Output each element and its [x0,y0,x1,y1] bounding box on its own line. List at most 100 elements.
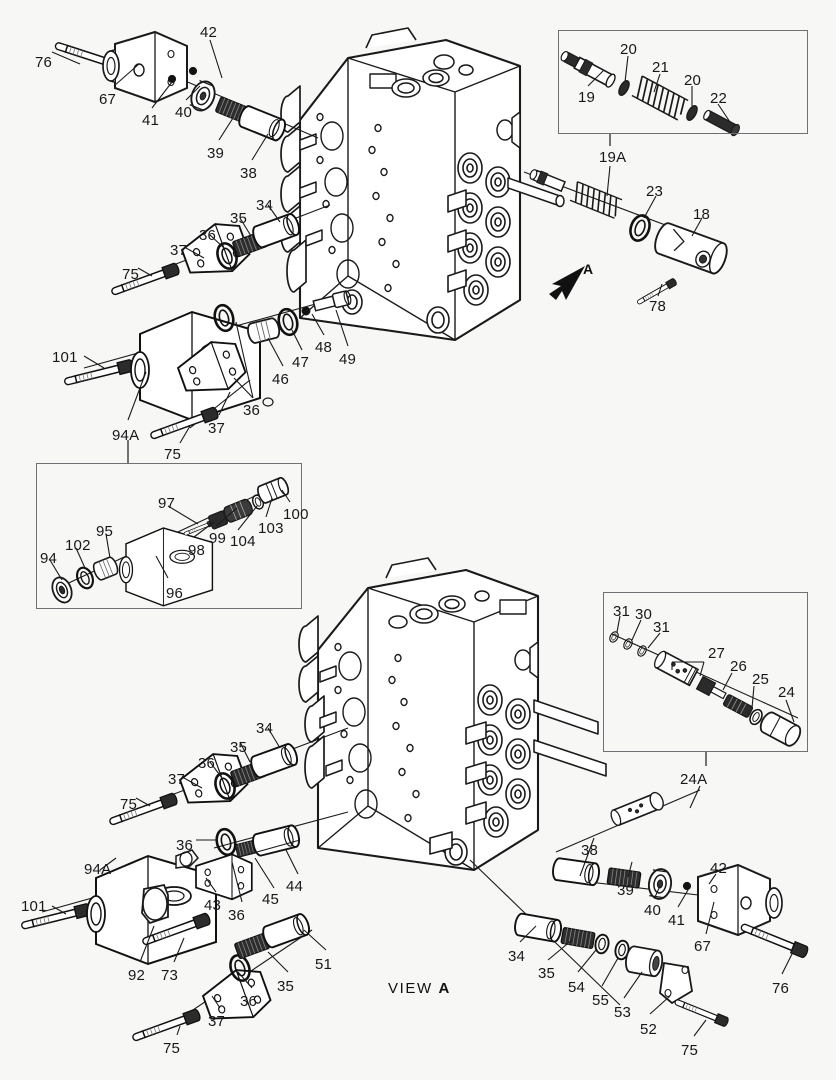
inset-box-24A [603,592,808,752]
callout-30: 30 [635,606,653,623]
lower-valve-body-art [298,557,607,872]
callout-100: 100 [283,506,309,523]
view-label-letter: A [438,980,450,997]
callout-36: 36 [198,755,216,772]
callout-38: 38 [240,165,258,182]
callout-20: 20 [620,41,638,58]
callout-73: 73 [161,967,179,984]
callout-75: 75 [163,1040,181,1057]
inset-box-94A [36,463,302,609]
callout-18: 18 [693,206,711,223]
upper-valve-body-art [280,27,565,342]
callout-19: 19 [578,89,596,106]
callout-78: 78 [649,298,667,315]
callout-51: 51 [315,956,333,973]
callout-94A: 94A [84,861,112,878]
callout-99: 99 [209,530,227,547]
callout-103: 103 [258,520,284,537]
callout-36: 36 [243,402,261,419]
spring [631,75,689,121]
callout-37: 37 [170,242,188,259]
callout-75: 75 [681,1042,699,1059]
section-arrow-letter: A [583,261,594,277]
callout-39: 39 [617,882,635,899]
callout-41: 41 [668,912,686,929]
callout-22: 22 [710,90,728,107]
callout-44: 44 [286,878,304,895]
callout-94A: 94A [112,427,140,444]
callout-38: 38 [581,842,599,859]
inset-94A-art [49,476,291,607]
callout-75: 75 [164,446,182,463]
callout-37: 37 [168,771,186,788]
callout-34: 34 [508,948,526,965]
callout-36: 36 [228,907,246,924]
callout-45: 45 [262,891,280,908]
callout-76: 76 [772,980,790,997]
callout-24A: 24A [680,771,708,788]
callout-34: 34 [256,197,274,214]
callout-75: 75 [120,796,138,813]
inset-24A-connector [689,752,707,809]
callout-95: 95 [96,523,114,540]
section-arrow-a [549,266,585,300]
callout-54: 54 [568,979,586,996]
callout-76: 76 [35,54,53,71]
inset-24A-art [607,615,802,747]
upper-right-parts [523,169,728,307]
callout-25: 25 [752,671,770,688]
inset-19A-connector [606,134,611,197]
callout-35: 35 [230,210,248,227]
callout-20: 20 [684,72,702,89]
callout-35: 35 [538,965,556,982]
callout-104: 104 [230,533,256,550]
inset-box-19A [558,30,808,134]
callout-26: 26 [730,658,748,675]
callout-31: 31 [613,603,631,620]
callout-94: 94 [40,550,58,567]
callout-67: 67 [99,91,117,108]
callout-27: 27 [708,645,726,662]
callout-75: 75 [122,266,140,283]
callout-101: 101 [52,349,78,366]
callout-49: 49 [339,351,357,368]
callout-42: 42 [200,24,218,41]
callout-102: 102 [65,537,91,554]
callout-37: 37 [208,1013,226,1030]
callout-43: 43 [204,897,222,914]
callout-47: 47 [292,354,310,371]
callout-19A: 19A [599,149,627,166]
callout-37: 37 [208,420,226,437]
callout-101: 101 [21,898,47,915]
callout-36: 36 [176,837,194,854]
callout-34: 34 [256,720,274,737]
callout-52: 52 [640,1021,658,1038]
upper-exploded-parts [51,30,352,444]
callout-40: 40 [175,104,193,121]
spring [569,181,623,219]
callout-23: 23 [646,183,664,200]
view-a-label: VIEW A [388,980,449,997]
lower-exploded-parts [19,727,810,1045]
callout-35: 35 [277,978,295,995]
callout-53: 53 [614,1004,632,1021]
callout-24: 24 [778,684,796,701]
callout-55: 55 [592,992,610,1009]
callout-67: 67 [694,938,712,955]
callout-36: 36 [199,227,217,244]
callout-21: 21 [652,59,670,76]
callout-97: 97 [158,495,176,512]
callout-41: 41 [142,112,160,129]
inset-19A-art [560,50,740,137]
callout-39: 39 [207,145,225,162]
callout-46: 46 [272,371,290,388]
callout-40: 40 [644,902,662,919]
callout-42: 42 [710,860,728,877]
callout-35: 35 [230,739,248,756]
callout-31: 31 [653,619,671,636]
view-label-prefix: VIEW [388,980,433,997]
callout-48: 48 [315,339,333,356]
callout-98: 98 [188,542,206,559]
